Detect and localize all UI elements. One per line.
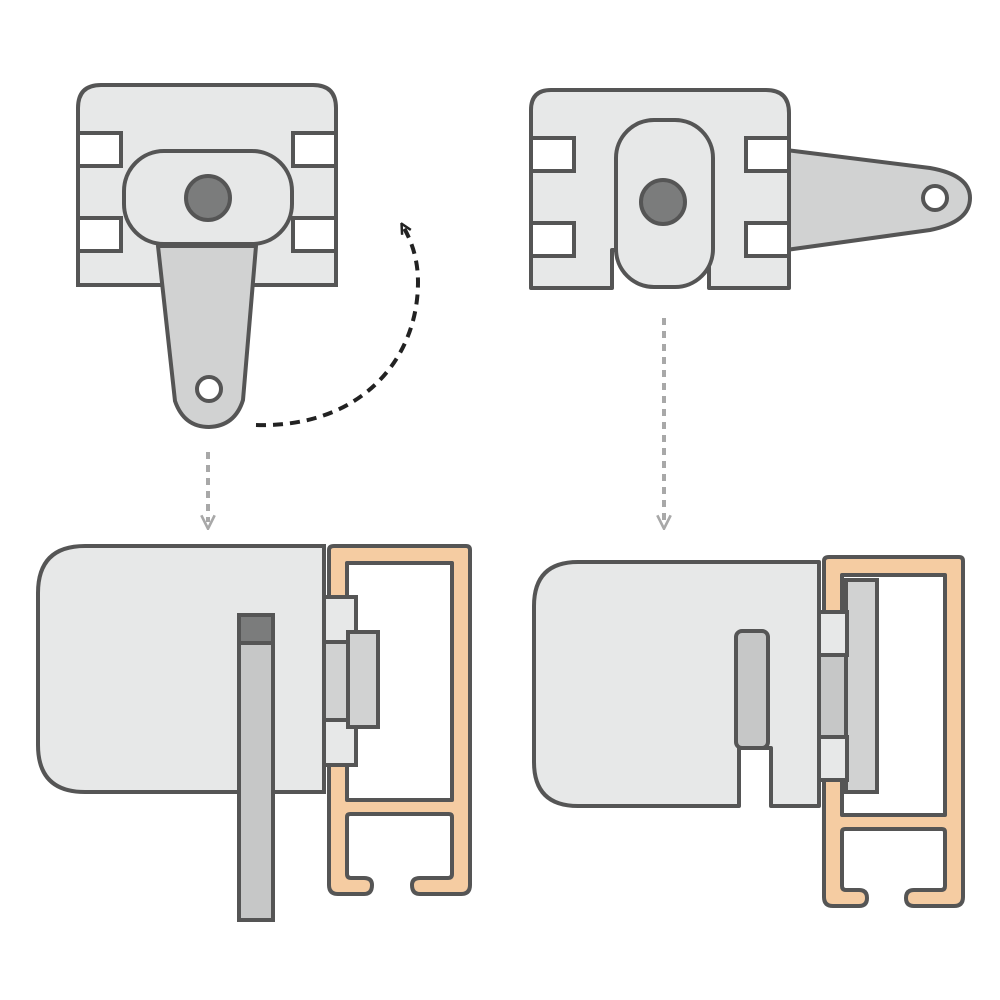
arm-eyelet [195,375,223,403]
wheel-notch [744,136,791,173]
wheel-notch [291,131,338,168]
axle [322,640,350,722]
carrier-body [532,560,821,808]
axle-plate [346,630,380,729]
carrier-slot [734,629,770,750]
carrier-top-left [76,83,338,429]
axle-plate [844,578,879,794]
arm [784,148,972,252]
track-assembly-right [532,555,965,908]
hanging-rod [237,613,275,922]
wheel-notch [291,216,338,253]
track-assembly-left [36,544,472,922]
carrier-body [36,544,326,794]
arm [156,244,258,429]
wheel-notch [744,221,791,258]
rotate-arrow [255,228,421,428]
pivot-pin [639,178,687,226]
wheel [817,735,849,782]
rod-cap [237,613,275,645]
wheel-notch [529,136,576,173]
wheel-notch [76,216,123,253]
arm-eyelet [921,184,949,212]
wheel-notch [529,221,576,258]
axle [817,653,848,739]
wheel [817,610,849,657]
pivot-pin [184,174,232,222]
carrier-top-right [529,88,972,290]
wheel-notch [76,131,123,168]
